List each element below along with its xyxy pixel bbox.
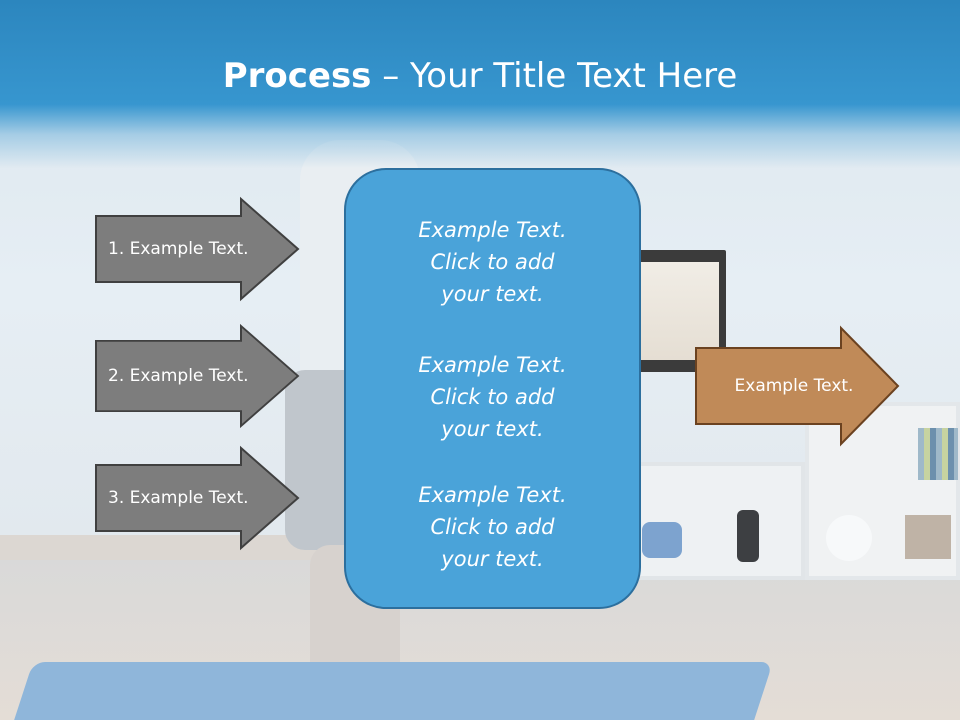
arrow-shape	[95, 196, 300, 302]
header-band: Process – Your Title Text Here	[0, 0, 960, 168]
center-paragraph-1[interactable]: Example Text. Click to add your text.	[346, 214, 639, 310]
background-basket	[905, 515, 951, 559]
arrow-label: 2. Example Text.	[108, 366, 249, 386]
arrow-label: 3. Example Text.	[108, 488, 249, 508]
background-tv-screen	[637, 262, 719, 360]
arrow-label: Example Text.	[734, 376, 854, 396]
background-yoga-mat	[7, 662, 773, 720]
paragraph-line: Click to add	[430, 250, 555, 274]
paragraph-line: your text.	[441, 417, 544, 441]
input-arrow-3[interactable]: 3. Example Text.	[95, 445, 300, 551]
background-speaker	[737, 510, 759, 562]
paragraph-line: Example Text.	[418, 353, 567, 377]
arrow-shape	[95, 323, 300, 429]
output-arrow[interactable]: Example Text.	[695, 325, 900, 447]
center-paragraph-3[interactable]: Example Text. Click to add your text.	[346, 479, 639, 575]
center-paragraph-2[interactable]: Example Text. Click to add your text.	[346, 349, 639, 445]
slide-title[interactable]: Process – Your Title Text Here	[0, 56, 960, 96]
title-rest: – Your Title Text Here	[371, 56, 738, 96]
arrow-label: 1. Example Text.	[108, 239, 249, 259]
paragraph-line: Example Text.	[418, 483, 567, 507]
input-arrow-2[interactable]: 2. Example Text.	[95, 323, 300, 429]
paragraph-line: Click to add	[430, 385, 555, 409]
background-books	[918, 428, 958, 480]
title-bold: Process	[222, 56, 372, 96]
input-arrow-1[interactable]: 1. Example Text.	[95, 196, 300, 302]
background-ball	[826, 515, 872, 561]
paragraph-line: Example Text.	[418, 218, 567, 242]
arrow-shape	[695, 325, 900, 447]
paragraph-line: Click to add	[430, 515, 555, 539]
arrow-shape	[95, 445, 300, 551]
paragraph-line: your text.	[441, 547, 544, 571]
process-center-box[interactable]: Example Text. Click to add your text. Ex…	[344, 168, 641, 609]
paragraph-line: your text.	[441, 282, 544, 306]
background-blue-box	[642, 522, 682, 558]
